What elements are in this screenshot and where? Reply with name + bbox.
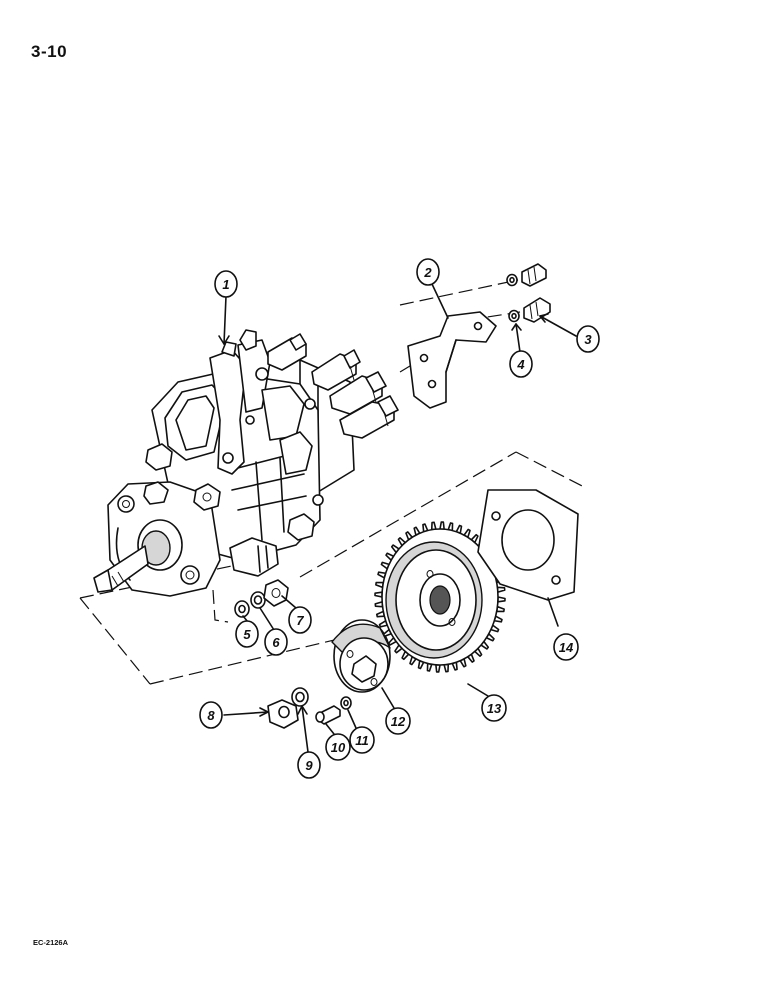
callout-11: 11 [349,726,375,754]
callout-3: 3 [576,325,600,353]
callout-14: 14 [553,633,579,661]
callout-8-label: 8 [207,708,215,723]
leader-lines [218,283,577,753]
bracket-bolts [506,263,551,323]
callout-2-label: 2 [423,265,432,280]
gear-tooth [435,664,441,673]
stud-washers-nut [234,579,289,618]
callout-10: 10 [325,733,351,761]
callout-4: 4 [509,350,533,378]
callout-8: 8 [199,701,223,729]
callout-12: 12 [385,707,411,735]
callout-12-label: 12 [391,714,406,729]
hub-plate [331,619,391,693]
page-number: 3-10 [31,42,68,61]
callout-5: 5 [235,620,259,648]
gasket-plate [477,489,579,601]
injection-pump [93,329,399,597]
callout-3-label: 3 [584,332,592,347]
callout-4-label: 4 [516,357,525,372]
mounting-bracket [407,311,497,409]
callout-6: 6 [264,628,288,656]
callout-1: 1 [214,270,238,298]
gear-tooth [439,521,445,530]
callout-14-label: 14 [559,640,574,655]
callout-7-label: 7 [296,613,304,628]
callout-1-label: 1 [222,277,229,292]
callout-9-label: 9 [305,758,313,773]
drive-gear [374,521,506,673]
callout-11-label: 11 [355,733,369,748]
callout-13-label: 13 [487,701,502,716]
callout-2: 2 [416,258,440,286]
callout-6-label: 6 [272,635,280,650]
callout-10-label: 10 [331,740,346,755]
delivery-valve-holders [267,333,399,439]
callout-13: 13 [481,694,507,722]
callout-5-label: 5 [243,627,251,642]
gear-tooth [497,596,506,603]
callout-9: 9 [297,751,321,779]
figure-code: EC-2126A [33,938,69,947]
assembly-guide-lines [79,279,587,685]
gear-tooth [374,591,383,598]
callout-7: 7 [288,606,312,634]
hub-fasteners [267,687,352,729]
